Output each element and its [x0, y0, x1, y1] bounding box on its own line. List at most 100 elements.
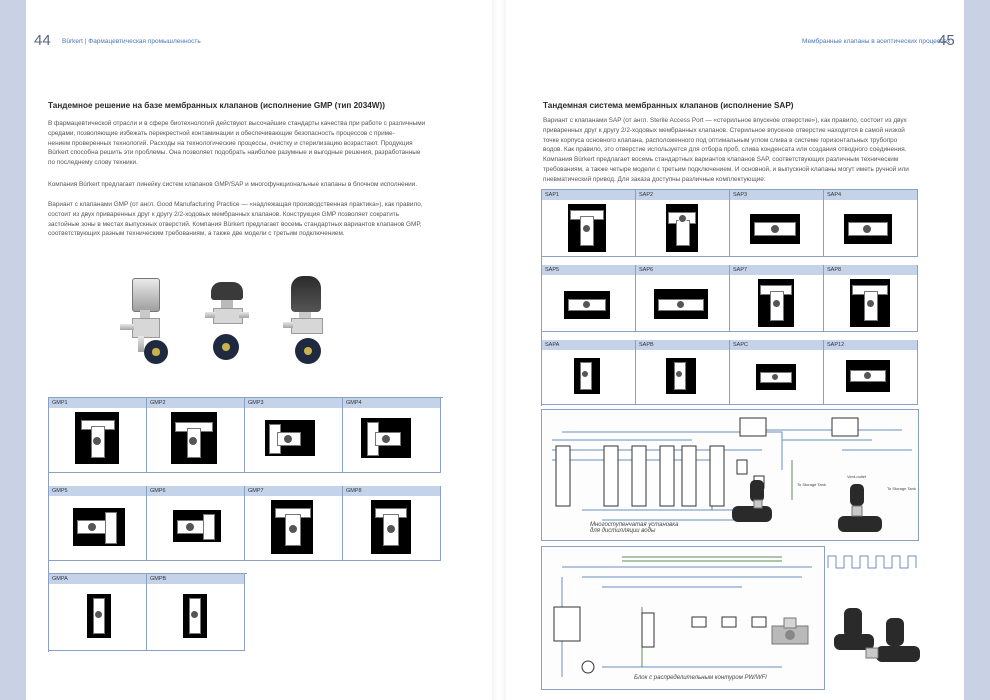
valve-drawing	[750, 214, 800, 244]
cell-label: SAP2	[636, 190, 729, 200]
diagram-caption: Блок с распределительным контуром PW/WFI	[634, 675, 767, 681]
sap-cell: SAP3	[730, 190, 824, 257]
running-head-right: Мембранные клапаны в асептических процес…	[802, 38, 951, 45]
gmp-cell: GMP4	[343, 398, 441, 473]
valve-drawing	[271, 500, 313, 554]
gmp-table: GMP1 GMP2 GMP3 GMP4 GMP5	[48, 397, 443, 576]
sap-cell: SAP8	[824, 265, 918, 332]
gmp-table-extra: GMPA GMPB	[48, 573, 247, 652]
text-line: Bürkert способна решить эти проблемы. Он…	[48, 149, 421, 157]
left-paragraph-1: В фармацевтической отрасли и в сфере био…	[48, 119, 458, 168]
gmp-cell: GMPA	[49, 574, 147, 651]
gmp-cell: GMP1	[49, 398, 147, 473]
caption-line: для дистилляции воды	[590, 528, 656, 534]
cell-label: GMP5	[49, 486, 146, 496]
cell-label: SAP7	[730, 265, 823, 275]
valve-photo	[283, 276, 353, 368]
cell-label: GMP3	[245, 398, 342, 408]
cell-label: SAPC	[730, 340, 823, 350]
cell-label: GMP1	[49, 398, 146, 408]
valve-photo	[826, 548, 938, 688]
sap-cell: SAPC	[730, 340, 824, 405]
text-line: Компания Bürkert предлагает восемь станд…	[543, 156, 899, 164]
sap-table: SAP1 SAP2 SAP3 SAP4 SAP5	[541, 189, 918, 406]
cell-label: GMP2	[147, 398, 244, 408]
gmp-cell: GMP6	[147, 486, 245, 561]
sap-cell: SAP7	[730, 265, 824, 332]
cell-label: SAP8	[824, 265, 917, 275]
cell-label: GMPA	[49, 574, 146, 584]
valve-drawing	[87, 594, 111, 638]
distribution-diagram: Блок с распределительным контуром PW/WFI	[541, 546, 825, 690]
process-schematic	[553, 556, 812, 677]
page-number-left: 44	[34, 32, 51, 49]
text-line: требованиям, а также четыре модели с тре…	[543, 165, 909, 173]
text-line: Вариант с клапанами SAP (от англ. Steril…	[543, 117, 907, 124]
sap-cell: SAP1	[542, 190, 636, 257]
cell-label: SAP3	[730, 190, 823, 200]
process-schematic	[552, 417, 912, 532]
left-paragraph-2: Компания Bürkert предлагает линейку сист…	[48, 180, 458, 190]
text-line: по последнему слову техники.	[48, 159, 138, 167]
valve-drawing	[564, 291, 610, 319]
cell-label: SAPB	[636, 340, 729, 350]
diagram-label: To Storage Tank	[887, 486, 916, 491]
valve-drawing	[666, 358, 696, 394]
valve-drawing	[361, 418, 411, 458]
cell-label: SAP5	[542, 265, 635, 275]
gmp-cell: GMP3	[245, 398, 343, 473]
valve-drawing	[171, 412, 217, 464]
valve-drawing	[654, 289, 708, 319]
cell-label: SAP1	[542, 190, 635, 200]
gmp-cell: GMP5	[49, 486, 147, 561]
valve-photo	[766, 614, 826, 654]
valve-drawing	[758, 279, 794, 327]
valve-drawing	[756, 364, 796, 390]
text-line: соответствующих разным техническим требо…	[48, 230, 345, 238]
valve-drawing	[265, 420, 315, 456]
cell-label: SAP6	[636, 265, 729, 275]
valve-drawing	[183, 594, 207, 638]
text-line: средами, позволяющие избежать перекрестн…	[48, 129, 395, 137]
sap-cell: SAP5	[542, 265, 636, 332]
valve-drawing	[568, 204, 606, 252]
running-head-left: Bürkert | Фармацевтическая промышленност…	[62, 38, 201, 45]
cell-label: SAPA	[542, 340, 635, 350]
text-line: Компания Bürkert предлагает линейку сист…	[48, 181, 418, 188]
valve-drawing	[574, 358, 600, 394]
text-line: приваренных друг к другу 2/2-ходовых мем…	[543, 126, 905, 134]
valve-drawing	[844, 214, 892, 244]
text-line: Вариант с клапанами GMP (от англ. Good M…	[48, 201, 423, 208]
right-paragraph: Вариант с клапанами SAP (от англ. Steril…	[543, 116, 938, 185]
sap-cell: SAPB	[636, 340, 730, 405]
spread-gutter	[492, 0, 506, 700]
gmp-cell: GMP7	[245, 486, 343, 561]
valve-photo	[118, 278, 188, 368]
gmp-cell: GMPB	[147, 574, 245, 651]
cell-label: SAP4	[824, 190, 917, 200]
text-line: точке корпуса основного клапана, располо…	[543, 136, 898, 144]
right-title: Тандемная система мембранных клапанов (и…	[543, 101, 794, 110]
text-line: водов. Как правило, это отверстие исполь…	[543, 146, 907, 154]
page-number-right: 45	[938, 32, 955, 49]
distillation-diagram: Многоступенчатая установка для дистилляц…	[541, 409, 919, 541]
text-line: застойные зоны в местах выпускных отверс…	[48, 220, 422, 228]
diagram-label: To Storage Tank	[797, 482, 826, 487]
sap-cell: SAP2	[636, 190, 730, 257]
cell-label: GMP7	[245, 486, 342, 496]
diagram-caption: Многоступенчатая установка для дистилляц…	[590, 522, 678, 534]
diagram-label: Vent-outlet	[847, 474, 867, 479]
text-line: состоит из двух приваренных друг к другу…	[48, 210, 400, 218]
text-line: нением проверенных технологий. Расходы н…	[48, 139, 413, 147]
left-paragraph-3: Вариант с клапанами GMP (от англ. Good M…	[48, 200, 458, 239]
valve-drawing	[75, 412, 119, 464]
valve-drawing	[850, 279, 890, 327]
caption-line: Многоступенчатая установка	[590, 522, 679, 528]
valve-drawing	[846, 360, 890, 392]
valve-drawing	[173, 510, 221, 542]
text-line: В фармацевтической отрасли и в сфере био…	[48, 120, 426, 127]
gmp-cell: GMP2	[147, 398, 245, 473]
gmp-cell: GMP8	[343, 486, 441, 561]
right-margin	[964, 0, 990, 700]
valve-drawing	[666, 204, 698, 252]
